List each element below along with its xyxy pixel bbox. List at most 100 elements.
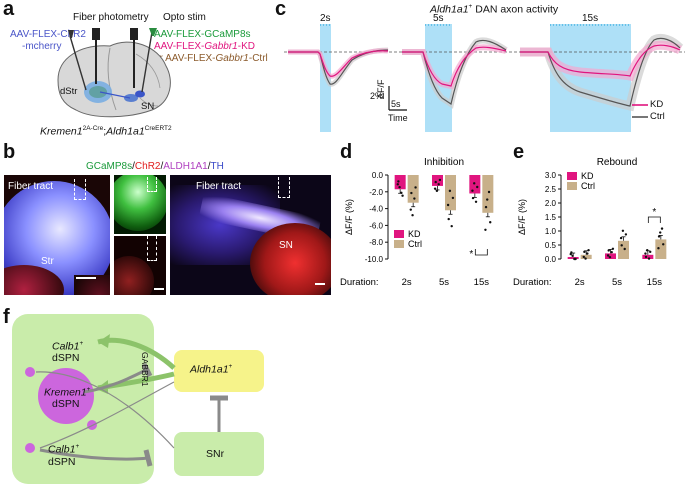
small-cell-3 [25, 443, 35, 453]
genotype-sep: ; [103, 125, 107, 138]
inhibition-bar-ctrl-5s [445, 175, 456, 211]
str-label: Str [41, 256, 54, 267]
sn-micrograph [170, 175, 331, 295]
dspn-mid-label: dSPN [52, 398, 80, 410]
rebound-dot [586, 252, 589, 255]
aldh1a1-box [174, 350, 264, 392]
inhibition-ytick-label: -6.0 [369, 221, 383, 230]
rebound-dot [649, 250, 652, 254]
legend-gcamp: GCaMP8s [86, 161, 133, 172]
inhibition-dot [484, 228, 487, 232]
inhibition-dot [486, 198, 489, 201]
inhibition-sig-star: * [469, 249, 473, 260]
ctrl-suffix: -Ctrl [248, 53, 268, 64]
rebound-dot [582, 255, 585, 259]
panel-letter-c: c [275, 0, 287, 20]
legend-aldh1a1: ALDH1A1 [163, 161, 208, 172]
region-dstr-label: dStr [60, 86, 78, 97]
inhibition-bar-kd-2s [394, 175, 406, 190]
dspn-bot-label: dSPN [48, 456, 76, 468]
inhibition-dot [400, 191, 403, 195]
rebound-dot [571, 254, 574, 257]
inhibition-dot [409, 208, 412, 211]
calb1-bot-gene: Calb1 [48, 443, 76, 456]
rebound-bar-ctrl-5s [618, 240, 629, 259]
trace-kd-2s [288, 50, 389, 77]
panel-letter-d: d [340, 141, 353, 163]
rebound-dot [624, 233, 628, 236]
rebound-dot [607, 249, 610, 252]
rebound-dot [659, 231, 662, 234]
kd-gene: Gabbr1 [204, 41, 238, 52]
rebound-dot [660, 227, 664, 230]
rebound-dot [619, 236, 623, 240]
inhibit-line-2 [39, 448, 149, 461]
sn-label: SN [279, 240, 293, 251]
injection-chr2-line2: -mcherry [22, 41, 62, 52]
panel-letter-a: a [3, 0, 15, 20]
inhibition-ytick-label: -8.0 [369, 238, 383, 247]
kremen1-gene: Kremen1 [44, 386, 87, 399]
rebound-sig-star: * [652, 207, 656, 218]
inhibition-legend-swatch-ctrl [394, 240, 404, 248]
calb1-top-gene: Calb1 [52, 340, 80, 353]
genotype-gene2: Aldh1a1 [106, 125, 145, 138]
genotype-gene1: Kremen1 [40, 125, 83, 138]
inhibition-dot [396, 183, 399, 186]
circuit-diagram [12, 314, 264, 484]
rebound-dot [584, 257, 587, 260]
rebound-ylabel: ΔF/F (%) [517, 199, 527, 235]
snr-label: SNr [206, 448, 225, 460]
dspn-top-label: dSPN [52, 352, 80, 364]
inhibition-dot [471, 189, 474, 192]
inhibition-bar-kd-5s [432, 175, 443, 186]
legend-chr2: ChR2 [134, 161, 161, 172]
injection-kd-label: AAV-FLEX-Gabbr1-KD [154, 41, 255, 52]
inhibition-dot [414, 186, 417, 189]
ctrl-gene: Gabbr1 [215, 53, 249, 64]
rebound-legend-swatch-kd [567, 172, 577, 180]
rebound-bar-ctrl-2s [580, 254, 592, 259]
trace-ctrl-15s [520, 37, 681, 107]
rebound-dot [610, 250, 613, 254]
calb1-top-sup: + [79, 340, 84, 347]
title-sup: + [468, 3, 473, 10]
inhibition-ytick-label: -2.0 [369, 188, 383, 197]
kremen1-label: Kremen1+ [44, 386, 90, 399]
rebound-dot [587, 248, 590, 252]
inhibition-dot [471, 196, 475, 200]
rebound-xtick-label: 15s [647, 277, 663, 288]
kremen1-sup: + [86, 386, 91, 393]
inhibition-dot [476, 185, 479, 189]
inhibition-xtick-label: 2s [402, 277, 412, 288]
legend-kd-label: KD [650, 99, 664, 110]
inhibition-dot [450, 224, 453, 228]
title-gene: Aldh1a1 [430, 3, 469, 16]
calb1-bot-label: Calb1+ [48, 443, 79, 456]
aldh1a1-gene: Aldh1a1 [190, 363, 229, 376]
rebound-dot [657, 235, 661, 238]
calb1-bot-sup: + [75, 443, 80, 450]
duration-label-15s: 15s [582, 13, 599, 24]
legend-sep-1: / [132, 161, 135, 172]
rebound-dot [647, 257, 651, 260]
inhibition-dot [447, 217, 450, 221]
rebound-legend-label-kd: KD [581, 171, 594, 181]
inhibition-ytick-label: -10.0 [365, 255, 384, 264]
rebound-dot [574, 257, 577, 261]
rebound-dot [611, 247, 615, 250]
panel-letter-f: f [3, 306, 10, 328]
kremen1-dspn-cell [38, 368, 94, 424]
inhibition-sig-bracket [474, 249, 488, 256]
panel-c-title: Aldh1a1+ DAN axon activity [430, 3, 558, 16]
rebound-legend-swatch-ctrl [567, 182, 577, 190]
photometry-traces [284, 24, 685, 132]
rebound-dot [608, 255, 612, 259]
inhibition-dot [435, 189, 439, 193]
trace-ctrl-5s [402, 39, 507, 105]
chr2-inset [114, 236, 166, 295]
injection-gcamp-label: AAV-FLEX-GCaMP8s [154, 29, 251, 40]
inhibit-line-1 [83, 368, 147, 394]
